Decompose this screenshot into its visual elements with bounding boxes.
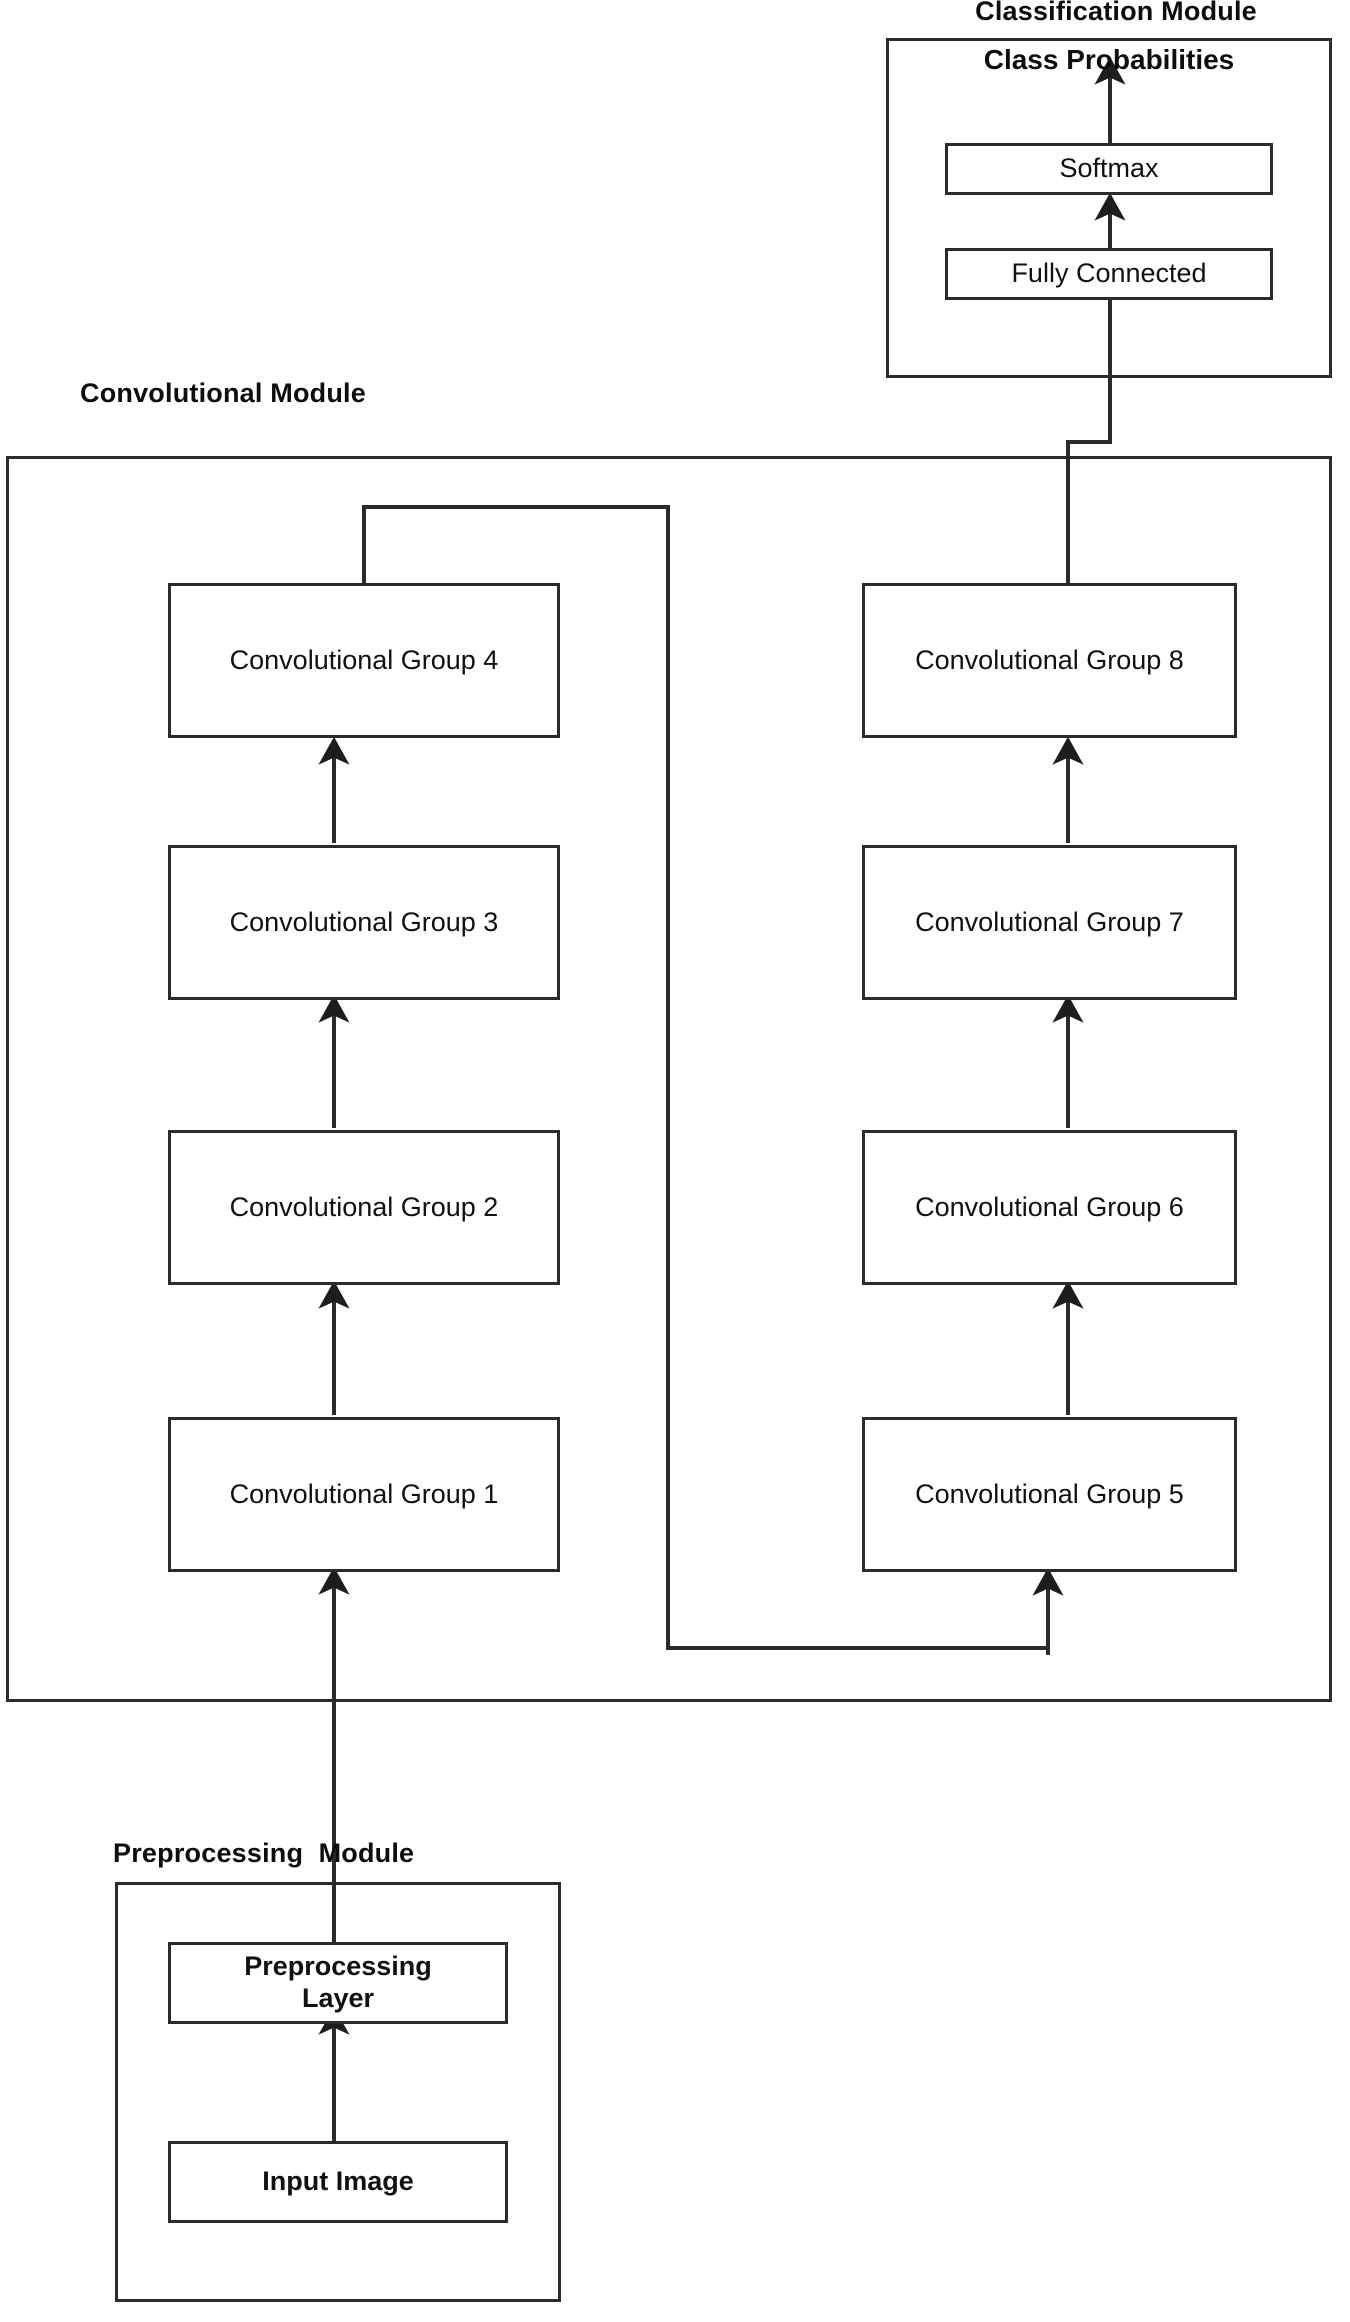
node-conv-group-7[interactable]: Convolutional Group 7 bbox=[862, 845, 1237, 1000]
convolutional-module-box bbox=[6, 456, 1332, 1702]
node-conv-group-6[interactable]: Convolutional Group 6 bbox=[862, 1130, 1237, 1285]
node-input-image[interactable]: Input Image bbox=[168, 2141, 508, 2223]
preprocessing-module-title: Preprocessing Module bbox=[113, 1838, 415, 1868]
node-conv-group-4[interactable]: Convolutional Group 4 bbox=[168, 583, 560, 738]
node-conv-group-8[interactable]: Convolutional Group 8 bbox=[862, 583, 1237, 738]
node-conv-group-1[interactable]: Convolutional Group 1 bbox=[168, 1417, 560, 1572]
node-softmax[interactable]: Softmax bbox=[945, 143, 1273, 195]
node-conv-group-3[interactable]: Convolutional Group 3 bbox=[168, 845, 560, 1000]
node-preprocessing-layer[interactable]: Preprocessing Layer bbox=[168, 1942, 508, 2024]
node-conv-group-2[interactable]: Convolutional Group 2 bbox=[168, 1130, 560, 1285]
node-conv-group-5[interactable]: Convolutional Group 5 bbox=[862, 1417, 1237, 1572]
classification-module-box bbox=[886, 38, 1332, 378]
convolutional-module-title: Convolutional Module bbox=[80, 378, 366, 408]
class-probabilities-label: Class Probabilities bbox=[983, 44, 1235, 75]
classification-module-title: Classification Module bbox=[975, 0, 1257, 26]
preprocessing-module-box bbox=[115, 1882, 561, 2302]
node-fully-connected[interactable]: Fully Connected bbox=[945, 248, 1273, 300]
